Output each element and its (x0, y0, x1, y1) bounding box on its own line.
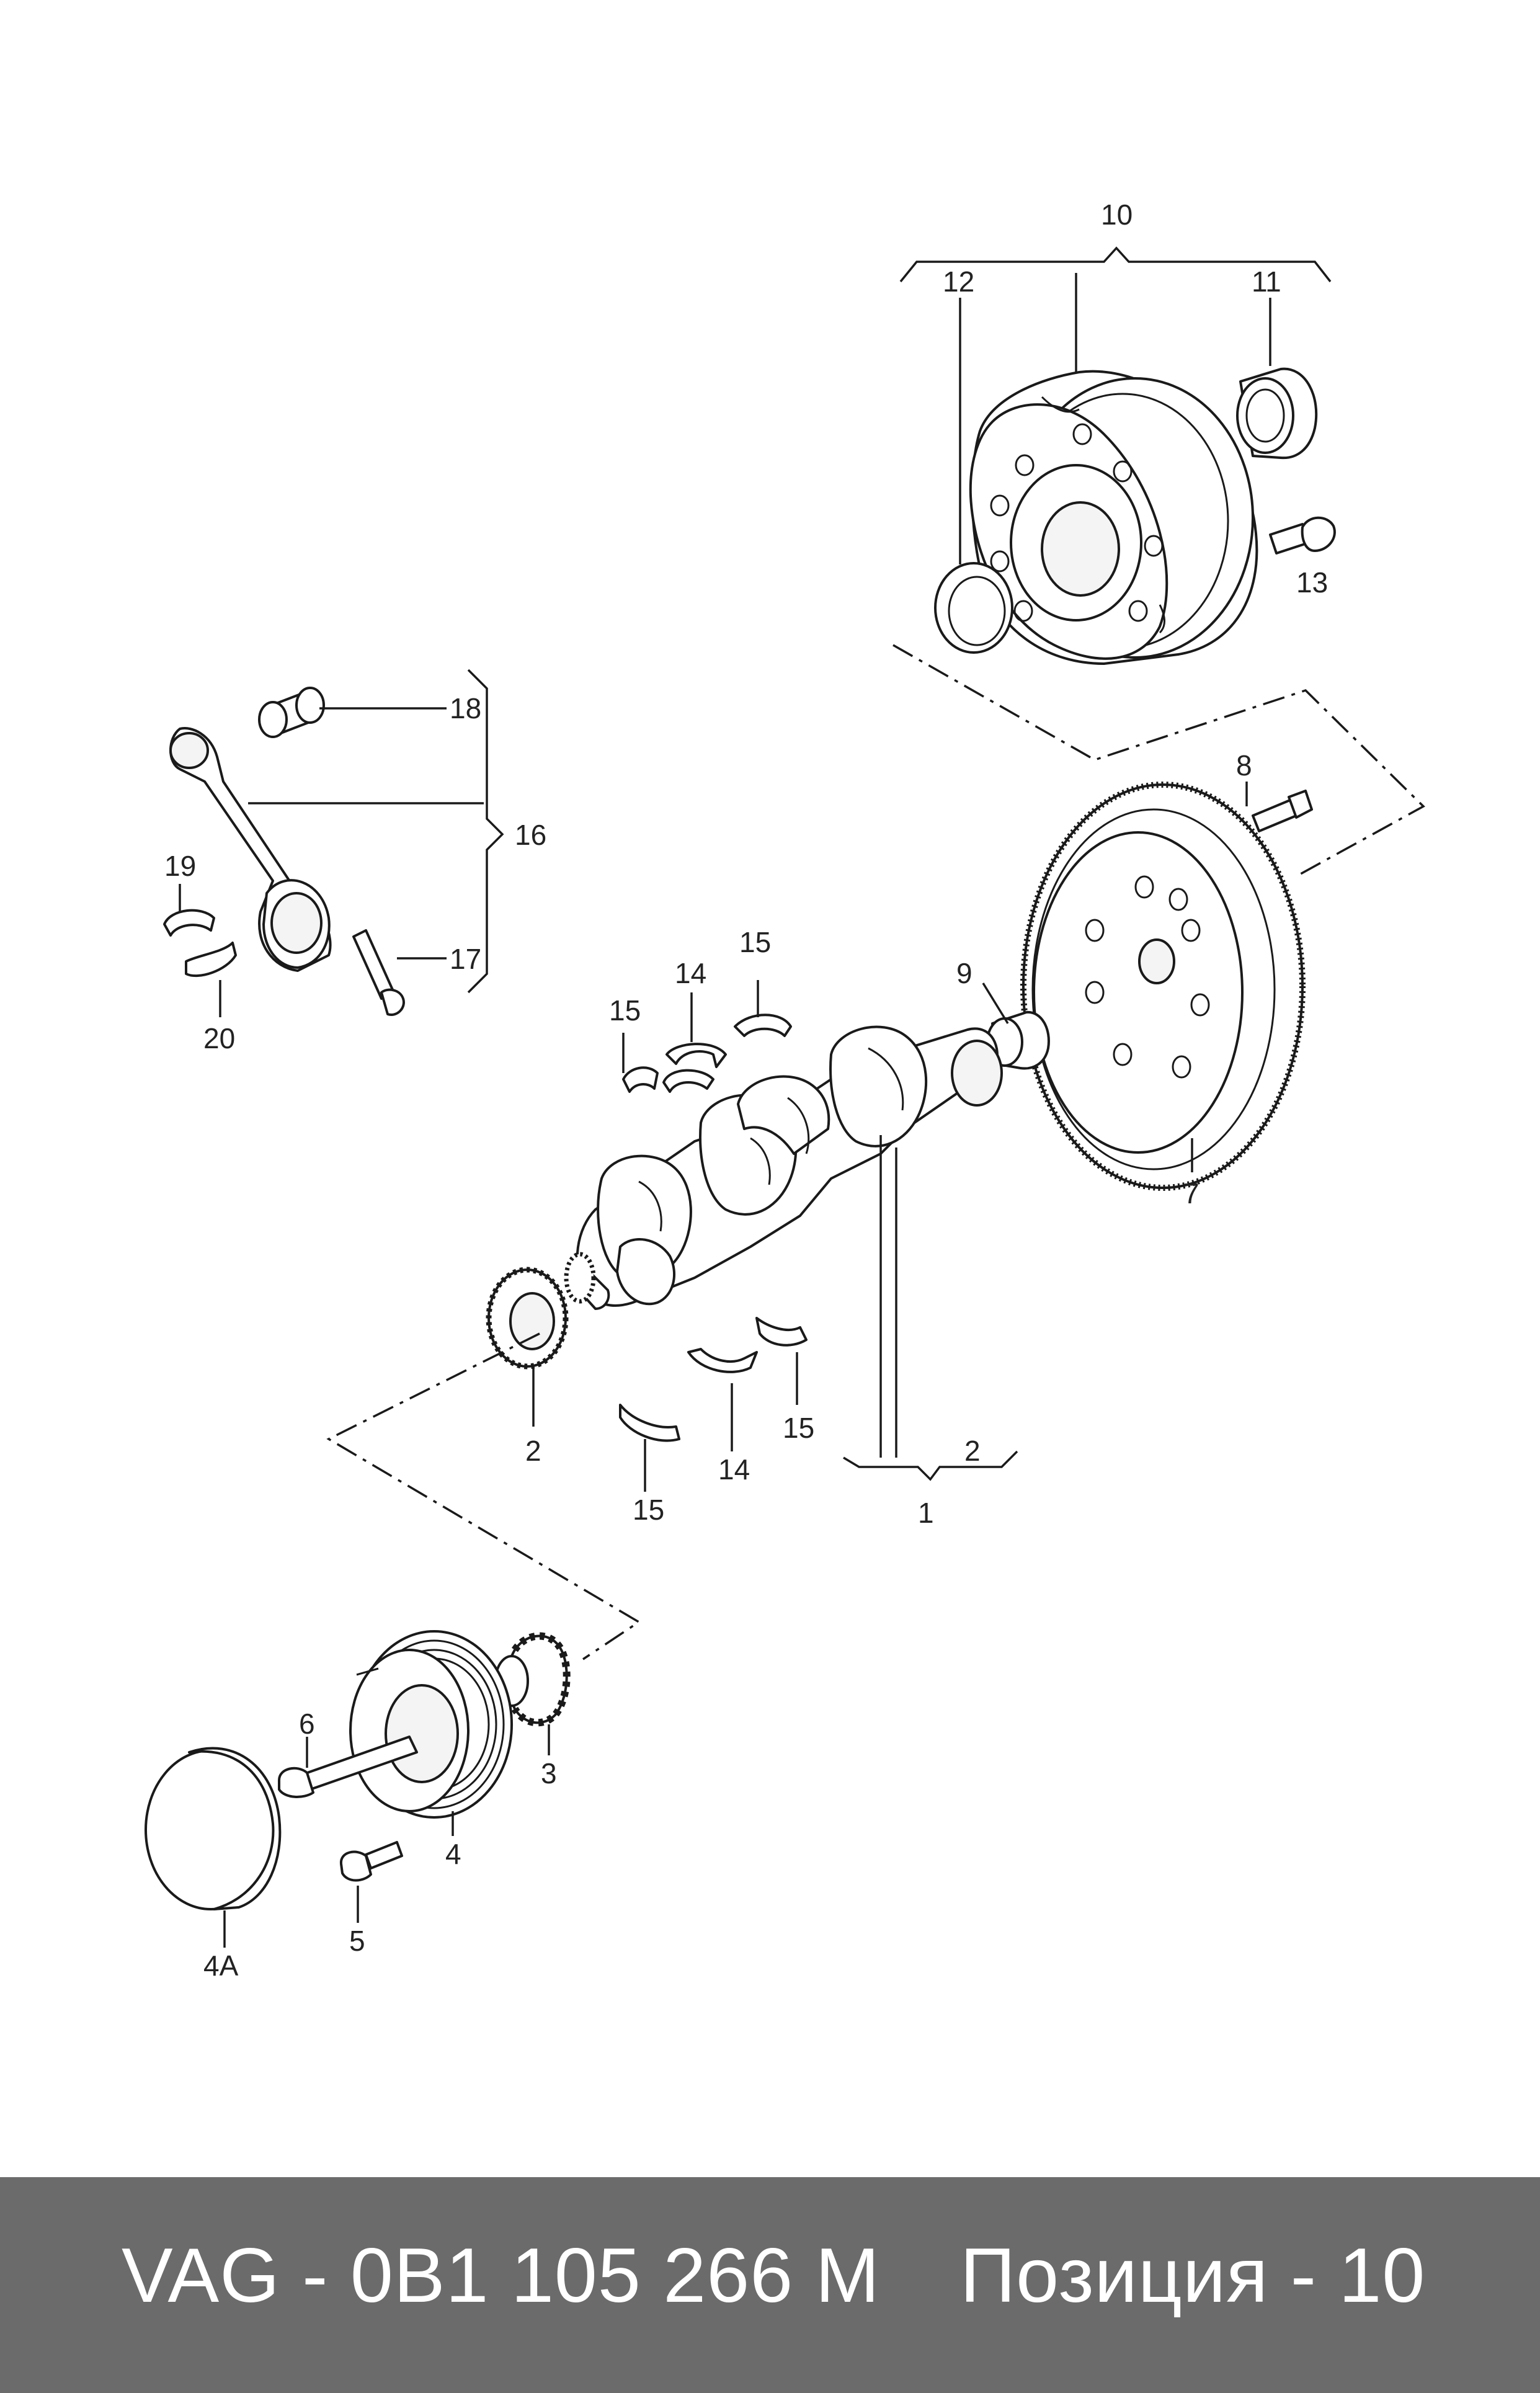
position-label: Позиция - 10 (960, 2233, 1426, 2319)
callout-4: 4 (445, 1838, 461, 1870)
bearing-shells-lower (619, 1317, 808, 1492)
dual-mass-flywheel-assembly (899, 246, 1336, 665)
callout-5: 5 (349, 1925, 365, 1957)
pulley-assembly (145, 1630, 571, 1948)
callout-1: 1 (918, 1497, 934, 1529)
crankshaft-sprocket-2 (486, 1267, 569, 1427)
callout-labels: 10 12 11 13 18 16 19 17 20 8 9 15 14 15 … (164, 198, 1328, 1982)
alignment-line-lower (326, 1332, 641, 1660)
bearing-shells-upper (622, 980, 792, 1093)
callout-18: 18 (450, 692, 481, 724)
callout-15-upper-left: 15 (609, 994, 641, 1027)
callout-12: 12 (943, 265, 974, 298)
callout-11: 11 (1252, 265, 1281, 298)
footer-bar: VAG - 0B1 105 266 M Позиция - 10 (0, 2177, 1540, 2393)
callout-2-crank: 2 (964, 1435, 981, 1467)
connecting-rod-assembly (163, 669, 504, 1017)
alignment-line-upper (892, 644, 1425, 876)
crankshaft-1 (564, 983, 1050, 1481)
callout-17: 17 (450, 943, 481, 975)
callout-13: 13 (1296, 566, 1328, 599)
callout-19: 19 (164, 850, 196, 882)
callout-20: 20 (203, 1022, 235, 1054)
flywheel-7 (1020, 782, 1313, 1191)
callout-8: 8 (1236, 749, 1252, 782)
part-number-label: VAG - 0B1 105 266 M (122, 2233, 880, 2319)
callout-16: 16 (515, 819, 546, 851)
callout-4a: 4A (203, 1950, 239, 1982)
callout-6: 6 (299, 1708, 315, 1740)
callout-15-lower-left: 15 (633, 1494, 664, 1526)
callout-9: 9 (956, 957, 973, 989)
callout-7: 7 (1183, 1177, 1200, 1210)
callout-15-upper-right: 15 (739, 926, 771, 958)
callout-2-sprocket: 2 (525, 1435, 541, 1467)
parts-diagram: 10 12 11 13 18 16 19 17 20 8 9 15 14 15 … (145, 198, 1425, 1982)
callout-3: 3 (541, 1757, 557, 1789)
callout-10: 10 (1101, 198, 1133, 231)
callout-14-lower: 14 (718, 1453, 750, 1486)
callout-14-upper: 14 (675, 957, 706, 989)
callout-15-lower-right: 15 (783, 1412, 814, 1444)
